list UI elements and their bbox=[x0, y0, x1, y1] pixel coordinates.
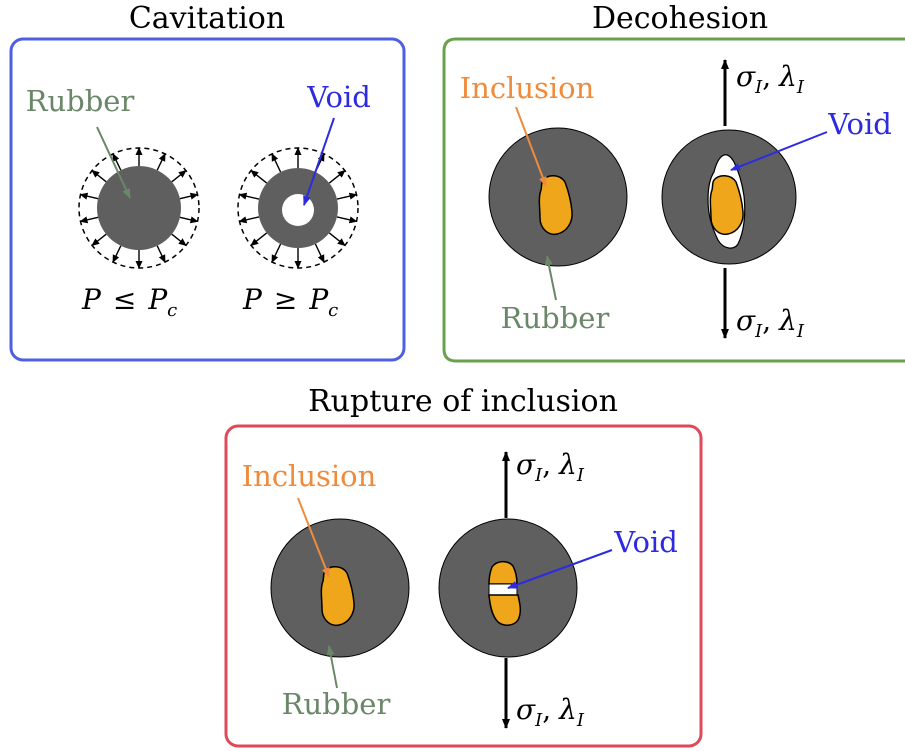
pressure-arrows bbox=[238, 147, 358, 269]
condition-above-threshold: P≥Pc bbox=[242, 283, 338, 321]
rubber-pointer-arrow bbox=[544, 255, 557, 301]
inclusion-pointer-arrow bbox=[297, 497, 330, 578]
rubber-label: Rubber bbox=[501, 301, 610, 335]
inclusion-particle bbox=[320, 566, 355, 627]
condition-below-threshold: P≤Pc bbox=[81, 283, 177, 321]
rubber-sphere bbox=[97, 166, 181, 250]
rupture-panel: Rupture of inclusion σI,λI σI,λI Inclusi… bbox=[224, 384, 703, 748]
load-label-bottom: σI,λI bbox=[516, 693, 585, 731]
void-pointer-arrow bbox=[303, 117, 335, 206]
void-pointer-arrow bbox=[730, 131, 828, 171]
pressure-arrow bbox=[328, 169, 346, 184]
void-pointer-arrow bbox=[507, 549, 613, 589]
pressure-arrow bbox=[179, 192, 199, 200]
decohesion-panel: Decohesion σI,λI σI,λI Inclusion Rubber … bbox=[442, 1, 905, 363]
pressure-arrow bbox=[250, 169, 268, 184]
pressure-arrow bbox=[91, 233, 107, 247]
pressure-arrow bbox=[314, 243, 325, 264]
cavitation-sphere-intact bbox=[78, 147, 200, 269]
pressure-arrow bbox=[328, 232, 346, 247]
rupture-frame bbox=[224, 424, 703, 748]
inclusion-particle bbox=[709, 175, 744, 236]
pressure-arrow bbox=[156, 245, 166, 264]
pressure-arrow bbox=[179, 216, 199, 224]
pressure-arrow bbox=[238, 216, 260, 224]
rupture-title: Rupture of inclusion bbox=[308, 384, 618, 419]
load-label-bottom: σI,λI bbox=[736, 304, 805, 342]
inclusion-pointer-arrow bbox=[515, 106, 547, 187]
cavitation-frame bbox=[9, 37, 406, 362]
cavitation-panel: Cavitation Rubber Void P≤Pc P≥Pc bbox=[9, 1, 406, 362]
pressure-arrow bbox=[250, 232, 268, 247]
pressure-arrows bbox=[79, 147, 199, 269]
pressure-arrow bbox=[271, 152, 282, 173]
pressure-arrow bbox=[156, 152, 166, 171]
cavity-void bbox=[282, 194, 314, 226]
rubber-pointer-arrow bbox=[96, 126, 131, 199]
inclusion-fragment-lower bbox=[488, 594, 522, 626]
decohesion-title: Decohesion bbox=[592, 1, 768, 36]
pressure-arrow bbox=[171, 169, 187, 183]
pressure-arrow bbox=[171, 233, 187, 247]
pressure-arrow bbox=[112, 245, 122, 264]
inclusion-label: Inclusion bbox=[460, 71, 595, 105]
inclusion-fragment-upper bbox=[488, 560, 518, 585]
rubber-label: Rubber bbox=[26, 84, 135, 118]
pressure-arrow bbox=[271, 243, 282, 264]
load-label-top: σI,λI bbox=[736, 60, 805, 98]
pressure-arrow bbox=[238, 192, 260, 200]
rubber-pointer-arrow bbox=[326, 645, 338, 689]
cavitation-title: Cavitation bbox=[129, 1, 285, 36]
pressure-arrow bbox=[336, 216, 358, 224]
load-label-top: σI,λI bbox=[516, 448, 585, 486]
pressure-arrow bbox=[79, 216, 99, 224]
void-label: Void bbox=[613, 525, 678, 559]
pressure-arrow bbox=[91, 169, 107, 183]
decohesion-frame bbox=[442, 37, 905, 363]
rubber-label: Rubber bbox=[282, 687, 391, 721]
cavitation-sphere-voided bbox=[237, 147, 359, 269]
pressure-arrow bbox=[336, 192, 358, 200]
void-label: Void bbox=[306, 80, 371, 114]
pressure-arrow bbox=[112, 152, 122, 171]
inclusion-label: Inclusion bbox=[242, 459, 377, 493]
inclusion-particle bbox=[538, 175, 573, 236]
void-label: Void bbox=[827, 107, 892, 141]
pressure-arrow bbox=[79, 192, 99, 200]
